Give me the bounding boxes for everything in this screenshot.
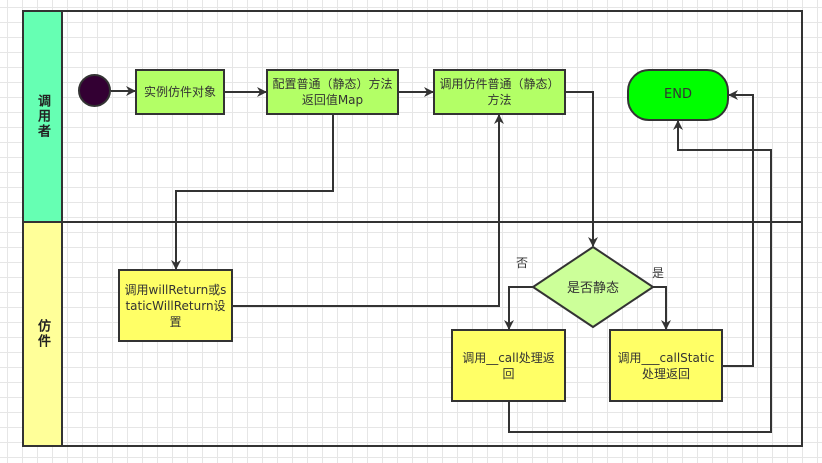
edge-call-to-end	[508, 120, 772, 433]
decision-label: 是否静态	[566, 281, 619, 296]
edge-call-static-to-end	[722, 90, 754, 367]
node-config[interactable]: 配置普通（静态）方法返回值Map	[266, 69, 399, 115]
lane-label-mock: 仿件	[35, 319, 50, 349]
node-will-return[interactable]: 调用willReturn或staticWillReturn设置	[118, 269, 233, 342]
edge-decision-no	[504, 286, 533, 330]
node-call-static[interactable]: 调用___callStatic处理返回	[609, 329, 723, 402]
edge-config-to-will-return	[171, 114, 334, 270]
lane-divider	[61, 221, 803, 223]
edge-will-return-to-invoke	[232, 114, 504, 307]
decision-diamond[interactable]	[531, 245, 655, 329]
edge-decision-yes	[653, 286, 671, 330]
node-invoke[interactable]: 调用仿件普通（静态）方法	[433, 69, 566, 115]
node-instantiate[interactable]: 实例仿件对象	[135, 69, 225, 115]
node-call[interactable]: 调用__call处理返回	[451, 329, 566, 402]
edge-invoke-to-decision	[565, 91, 598, 247]
edge-label-yes: 是	[652, 266, 665, 280]
edge-label-no: 否	[516, 256, 529, 270]
lane-header-mock: 仿件	[22, 221, 63, 447]
lane-label-caller: 调用者	[35, 94, 50, 139]
start-node[interactable]	[78, 74, 111, 107]
end-node[interactable]: END	[627, 69, 729, 121]
